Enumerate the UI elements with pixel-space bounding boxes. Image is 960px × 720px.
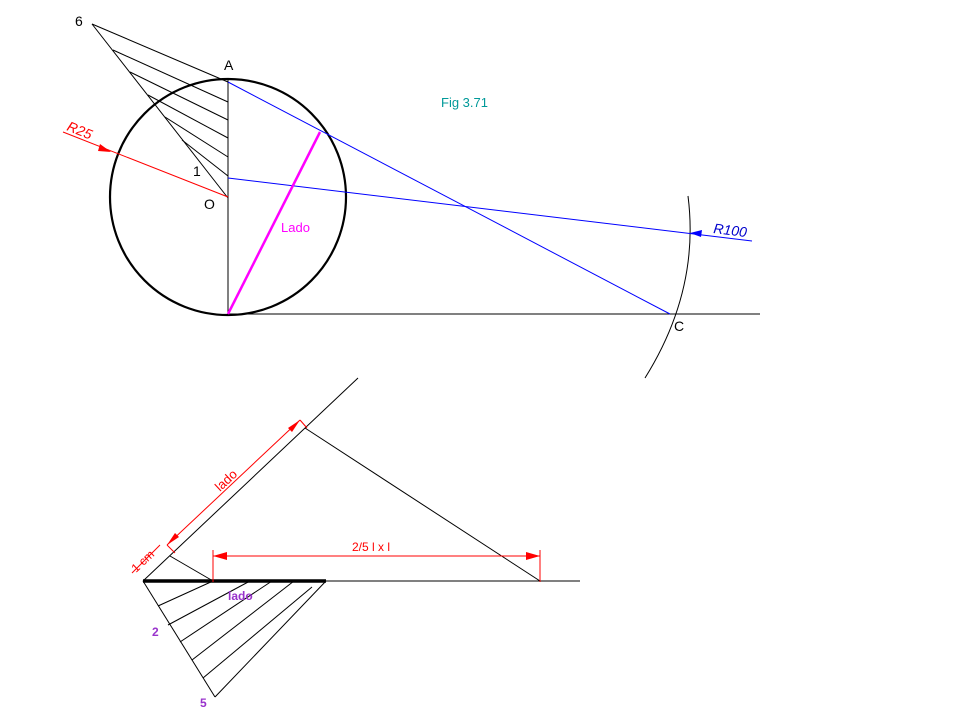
label-dim-1cm: 1 cm <box>128 547 157 575</box>
label-point-O: O <box>204 196 215 212</box>
r100-arrow <box>690 230 702 237</box>
hatch-line <box>129 71 229 121</box>
lower-hatch <box>179 580 273 643</box>
label-division-5: 5 <box>200 696 207 710</box>
hatch-line <box>112 49 229 103</box>
label-r25: R25 <box>65 118 95 143</box>
lower-hatch <box>202 586 313 679</box>
blue-line-A-C <box>227 81 671 315</box>
lower-division-line <box>214 580 327 698</box>
inclined-line <box>142 377 359 582</box>
large-arc-r100 <box>644 195 691 379</box>
label-point-6: 6 <box>75 13 83 29</box>
triangle-line-short <box>169 555 214 582</box>
hatch-line <box>147 94 229 139</box>
label-bottom-lado: lado <box>228 589 253 603</box>
dim-lado-arrow <box>288 420 300 432</box>
label-side-lado: Lado <box>281 220 310 235</box>
dim-lado-ext1 <box>166 544 176 554</box>
figure-caption: Fig 3.71 <box>441 95 488 110</box>
label-dim-fraction: 2/5 l x l <box>352 540 390 554</box>
label-r100: R100 <box>713 220 748 240</box>
division-line-6A <box>91 23 229 83</box>
lower-hatch <box>167 580 251 626</box>
dim-lado-line <box>166 419 301 546</box>
dim-lado-ext2 <box>299 419 308 429</box>
label-division-2: 2 <box>152 625 159 639</box>
r25-leader <box>62 131 229 198</box>
lower-hatch <box>157 580 214 607</box>
dim-lado-arrow <box>167 533 179 545</box>
lower-division-line <box>142 580 216 698</box>
label-point-1: 1 <box>193 163 201 179</box>
label-dim-lado: lado <box>212 466 240 494</box>
dim-fraction-arrow <box>526 552 540 560</box>
division-line-6O <box>91 23 229 199</box>
label-point-C: C <box>674 318 684 334</box>
lower-hatch <box>191 580 295 661</box>
r25-arrow <box>98 144 111 152</box>
hatch-line <box>181 139 229 177</box>
hatch-line <box>164 116 229 158</box>
dim-1cm-line <box>131 544 161 574</box>
triangle-line-top-right <box>304 427 541 582</box>
blue-line-1-R100 <box>227 177 753 242</box>
dim-fraction-arrow <box>213 552 227 560</box>
label-point-A: A <box>224 57 234 73</box>
side-lado-line <box>226 131 322 315</box>
